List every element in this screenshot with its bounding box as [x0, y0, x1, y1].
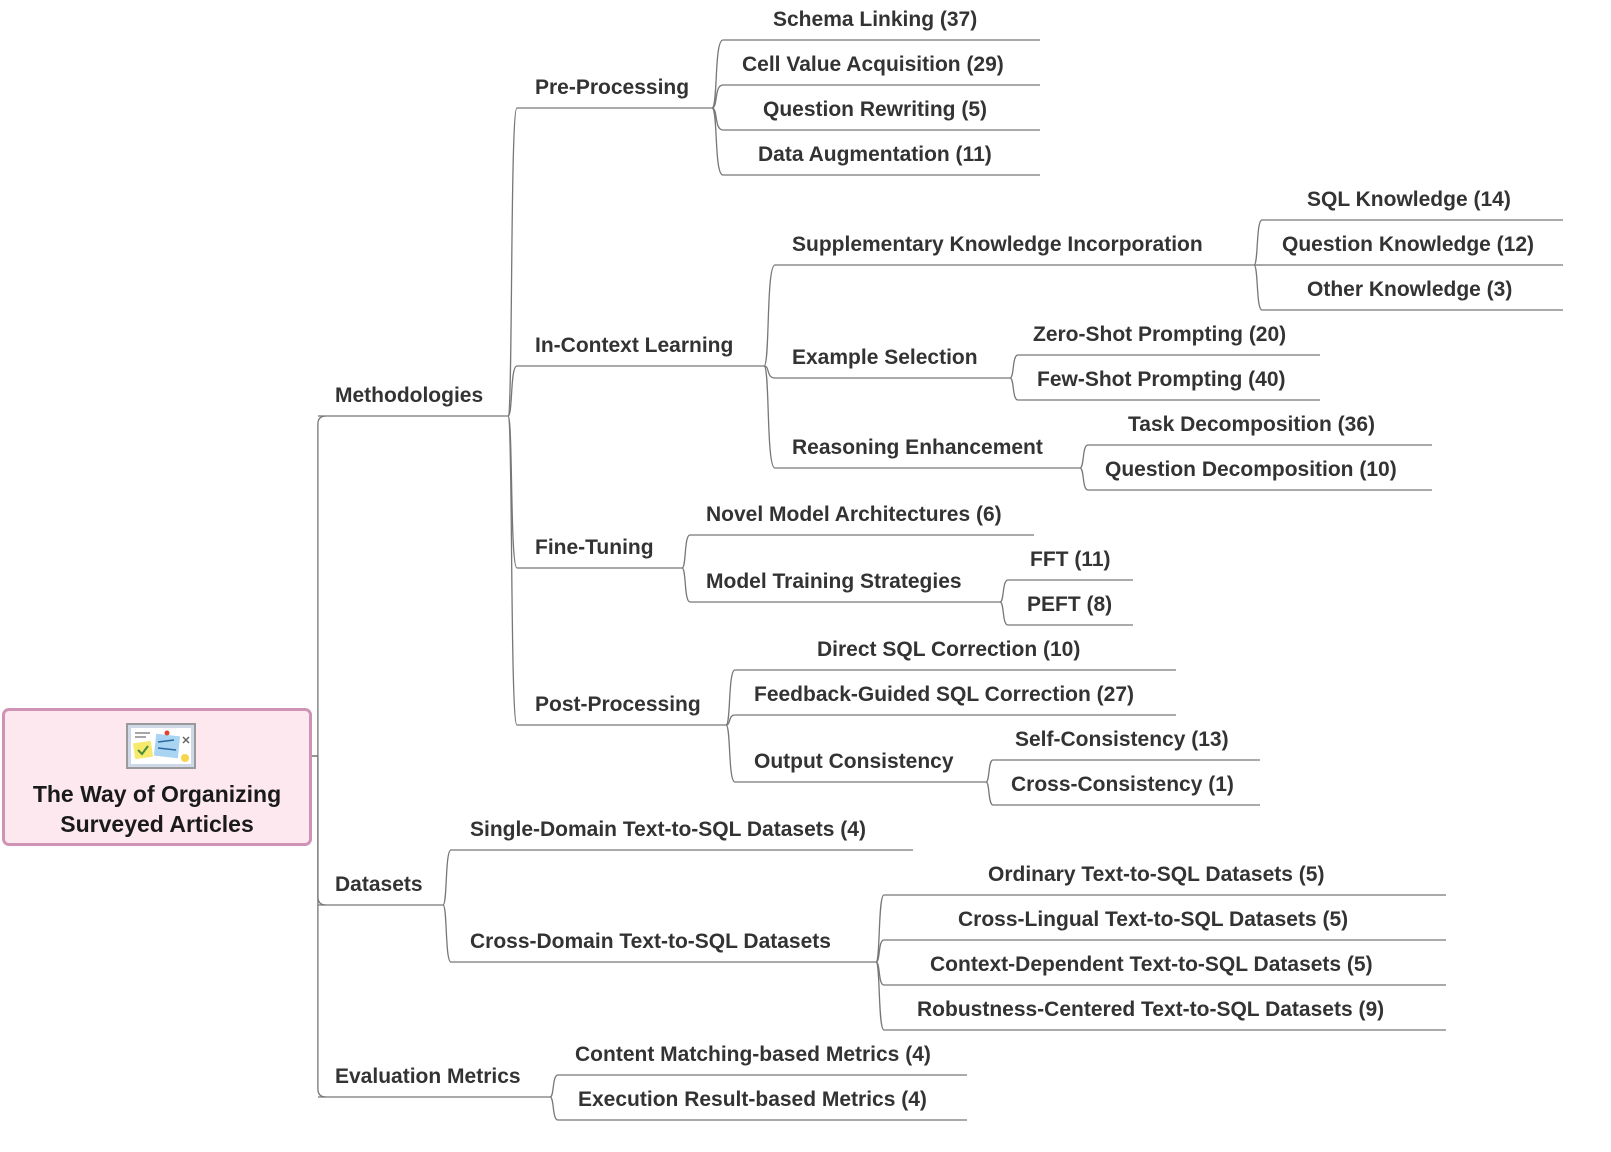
node-content-matching[interactable]: Content Matching-based Metrics (4) — [575, 1043, 931, 1066]
connector-data-augmentation — [711, 107, 724, 176]
node-in-context-learning[interactable]: In-Context Learning — [535, 334, 734, 357]
root-node[interactable]: The Way of Organizing Surveyed Articles — [2, 708, 312, 846]
connector-robustness — [875, 961, 885, 1031]
node-zero-shot[interactable]: Zero-Shot Prompting (20) — [1033, 323, 1287, 346]
connector-post-processing — [507, 415, 518, 726]
connector-novel-architectures — [681, 534, 691, 569]
connector-question-decomposition — [1079, 467, 1089, 491]
connector-zero-shot — [1009, 354, 1019, 379]
node-robustness[interactable]: Robustness-Centered Text-to-SQL Datasets… — [917, 998, 1385, 1021]
connector-sql-knowledge — [1253, 219, 1263, 266]
node-fft[interactable]: FFT (11) — [1030, 548, 1111, 571]
node-peft[interactable]: PEFT (8) — [1027, 593, 1113, 616]
node-sql-knowledge[interactable]: SQL Knowledge (14) — [1307, 188, 1511, 211]
node-post-processing[interactable]: Post-Processing — [535, 693, 701, 716]
node-cross-consistency[interactable]: Cross-Consistency (1) — [1011, 773, 1234, 796]
connector-ordinary — [875, 894, 885, 963]
connector-reasoning-enhancement — [763, 365, 776, 469]
node-feedback-sql-correction[interactable]: Feedback-Guided SQL Correction (27) — [754, 683, 1135, 706]
connector-other-knowledge — [1253, 264, 1263, 311]
root-title: The Way of Organizing Surveyed Articles — [32, 781, 282, 837]
node-pre-processing[interactable]: Pre-Processing — [535, 76, 690, 99]
node-direct-sql-correction[interactable]: Direct SQL Correction (10) — [817, 638, 1081, 661]
connector-schema-linking — [711, 39, 724, 109]
sticky-notes-board-icon — [126, 723, 196, 769]
node-output-consistency[interactable]: Output Consistency — [754, 750, 954, 773]
node-execution-result[interactable]: Execution Result-based Metrics (4) — [578, 1088, 927, 1111]
connector-example-selection — [763, 365, 776, 379]
node-novel-architectures[interactable]: Novel Model Architectures (6) — [706, 503, 1002, 526]
node-cross-domain[interactable]: Cross-Domain Text-to-SQL Datasets — [470, 930, 831, 953]
node-example-selection[interactable]: Example Selection — [792, 346, 978, 369]
node-evaluation-metrics[interactable]: Evaluation Metrics — [335, 1065, 521, 1088]
node-methodologies[interactable]: Methodologies — [335, 384, 484, 407]
connector-methodologies — [311, 415, 327, 757]
node-self-consistency[interactable]: Self-Consistency (13) — [1015, 728, 1229, 751]
node-single-domain[interactable]: Single-Domain Text-to-SQL Datasets (4) — [470, 818, 866, 841]
node-schema-linking[interactable]: Schema Linking (37) — [773, 8, 978, 31]
connector-direct-sql-correction — [725, 669, 736, 726]
connector-supplementary-knowledge — [763, 264, 776, 367]
connector-cross-domain — [442, 904, 452, 963]
node-cell-value-acquisition[interactable]: Cell Value Acquisition (29) — [742, 53, 1004, 76]
connector-cell-value-acquisition — [711, 84, 724, 109]
connector-training-strategies — [681, 567, 691, 603]
connector-in-context-learning — [507, 365, 518, 417]
connector-cross-consistency — [985, 781, 994, 806]
connector-execution-result — [549, 1096, 559, 1121]
connector-peft — [999, 601, 1009, 626]
node-task-decomposition[interactable]: Task Decomposition (36) — [1128, 413, 1375, 436]
node-few-shot[interactable]: Few-Shot Prompting (40) — [1037, 368, 1286, 391]
node-reasoning-enhancement[interactable]: Reasoning Enhancement — [792, 436, 1043, 459]
connector-single-domain — [442, 849, 452, 906]
node-supplementary-knowledge[interactable]: Supplementary Knowledge Incorporation — [792, 233, 1203, 256]
connector-question-rewriting — [711, 107, 724, 131]
connector-content-matching — [549, 1074, 559, 1098]
connector-task-decomposition — [1079, 444, 1089, 469]
connector-context-dependent — [875, 961, 885, 986]
connector-self-consistency — [985, 759, 994, 783]
connector-pre-processing — [507, 107, 518, 417]
connector-output-consistency — [725, 724, 736, 783]
connector-fine-tuning — [507, 415, 518, 569]
connector-few-shot — [1009, 377, 1019, 401]
node-data-augmentation[interactable]: Data Augmentation (11) — [758, 143, 992, 166]
connector-feedback-sql-correction — [725, 714, 736, 726]
node-cross-lingual[interactable]: Cross-Lingual Text-to-SQL Datasets (5) — [958, 908, 1349, 931]
connector-datasets — [311, 755, 327, 906]
node-ordinary[interactable]: Ordinary Text-to-SQL Datasets (5) — [988, 863, 1325, 886]
node-training-strategies[interactable]: Model Training Strategies — [706, 570, 962, 593]
node-datasets[interactable]: Datasets — [335, 873, 423, 896]
connector-cross-lingual — [875, 939, 885, 963]
node-question-rewriting[interactable]: Question Rewriting (5) — [763, 98, 988, 121]
node-fine-tuning[interactable]: Fine-Tuning — [535, 536, 654, 559]
node-other-knowledge[interactable]: Other Knowledge (3) — [1307, 278, 1513, 301]
node-question-knowledge[interactable]: Question Knowledge (12) — [1282, 233, 1535, 256]
node-context-dependent[interactable]: Context-Dependent Text-to-SQL Datasets (… — [930, 953, 1373, 976]
connector-fft — [999, 579, 1009, 603]
connector-evaluation-metrics — [311, 755, 327, 1098]
node-question-decomposition[interactable]: Question Decomposition (10) — [1105, 458, 1397, 481]
